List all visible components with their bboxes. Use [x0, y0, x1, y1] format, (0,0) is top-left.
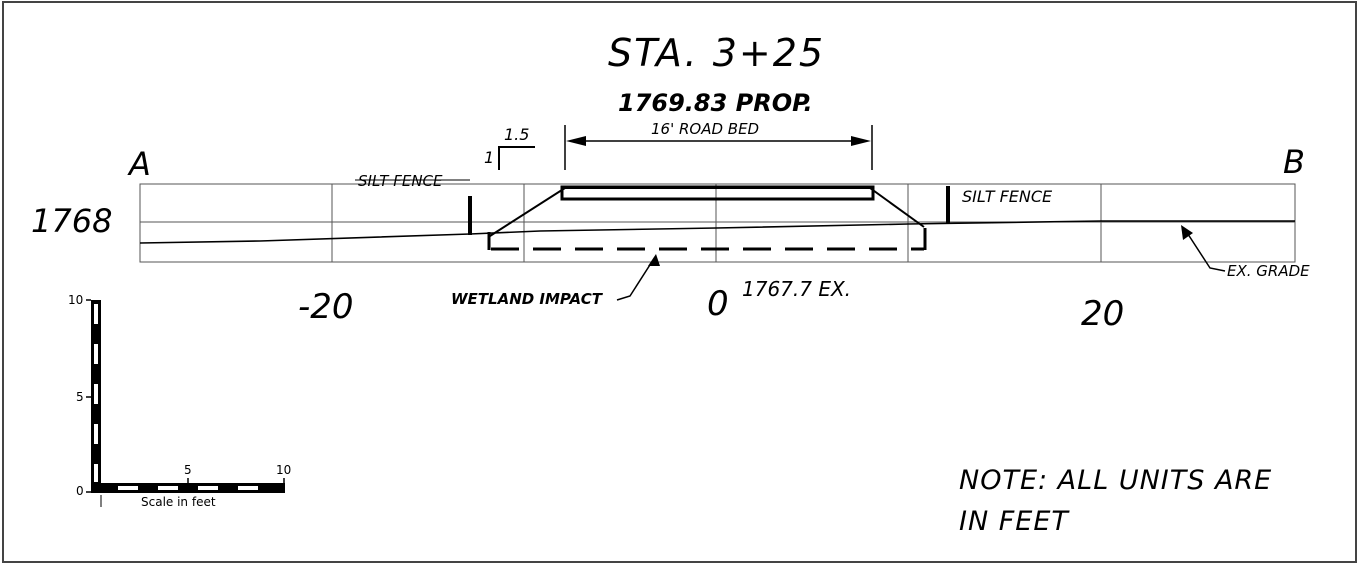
note-line-2: IN FEET	[959, 506, 1069, 537]
scale-tick-label-5-horizontal: 5	[184, 463, 192, 477]
road-bed-arrow-right	[851, 136, 871, 146]
offset-label-20: 20	[1081, 294, 1125, 334]
ex-grade-label: EX. GRADE	[1227, 262, 1310, 280]
proposed-elevation: 1769.83 PROP.	[618, 89, 813, 117]
point-b-label: B	[1283, 143, 1305, 181]
wetland-impact-arrow	[648, 254, 660, 266]
station-title: STA. 3+25	[608, 31, 826, 75]
scale-tick-label-0-vertical: 0	[76, 484, 84, 498]
ex-grade-leader	[1183, 227, 1226, 272]
road-bed-arrow-left	[566, 136, 586, 146]
grid-frame	[139, 183, 1296, 263]
silt-fence-left-label: SILT FENCE	[358, 172, 443, 190]
point-a-label: A	[129, 145, 151, 183]
road-bed-surface	[560, 185, 875, 201]
offset-label-0: 0	[707, 284, 729, 324]
wetland-impact-leader	[616, 256, 656, 301]
slope-rise: 1	[484, 148, 495, 167]
scale-tick-label-5-vertical: 5	[76, 390, 84, 404]
offset-label-neg20: -20	[298, 287, 354, 327]
elevation-1768-label: 1768	[31, 202, 113, 240]
road-bed-label: 16' ROAD BED	[651, 120, 760, 138]
ex-grade-arrow	[1181, 225, 1193, 240]
existing-elevation-label: 1767.7 EX.	[742, 277, 852, 301]
scale-tick-label-10-vertical: 10	[68, 293, 84, 307]
note-line-1: NOTE: ALL UNITS ARE	[959, 465, 1273, 496]
scale-tick-label-10-horizontal: 10	[276, 463, 292, 477]
wetland-impact-label: WETLAND IMPACT	[451, 290, 602, 308]
scale-caption: Scale in feet	[141, 495, 216, 509]
existing-grade-line	[139, 220, 1295, 244]
scale-bar-horizontal	[91, 483, 285, 493]
slope-run: 1.5	[504, 125, 530, 144]
slope-symbol	[498, 146, 535, 170]
silt-fence-right-label: SILT FENCE	[962, 187, 1053, 206]
